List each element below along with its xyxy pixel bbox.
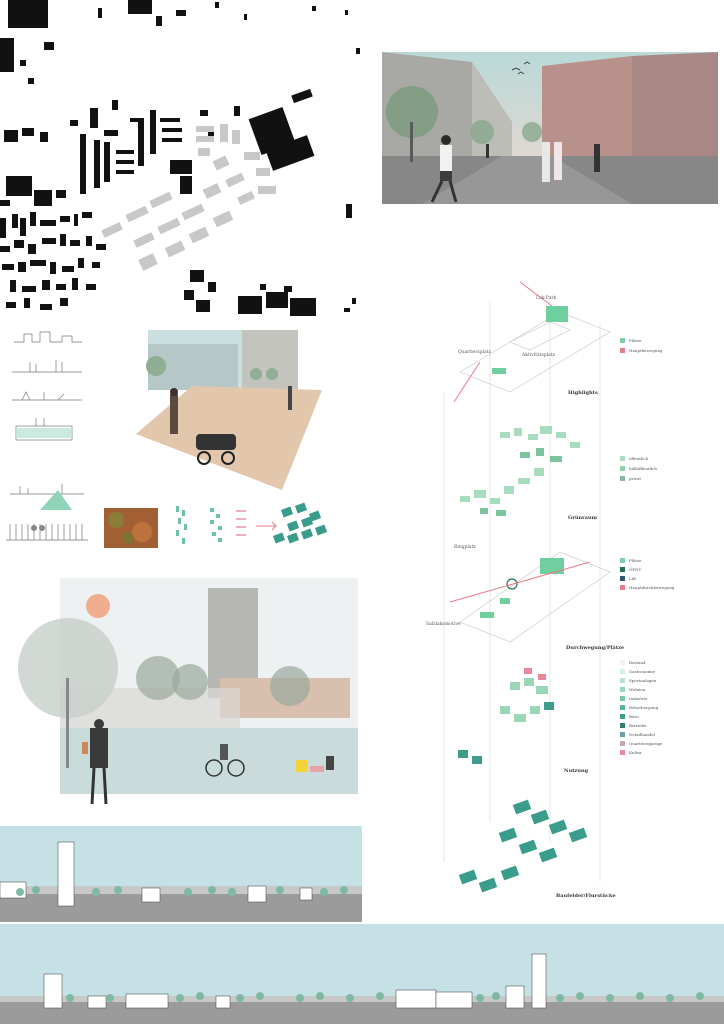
legend-swatch — [620, 338, 625, 343]
axonometric-diagrams — [440, 282, 724, 914]
section-sketches — [6, 326, 88, 554]
legend-label: ÖPNV — [629, 567, 642, 572]
label-ringplatz: Ringplatz — [454, 545, 476, 550]
legend-swatch — [620, 476, 625, 481]
legend-label: Hauptdurchbewegung — [629, 585, 675, 590]
legend-label: Quartiersgarage — [629, 741, 663, 746]
legend-label: privat — [629, 476, 642, 481]
legend-label: Bestand — [629, 660, 646, 665]
legend-swatch — [620, 585, 625, 590]
legend-label: Lift — [629, 576, 637, 581]
legend-label: Gastronomie — [629, 669, 655, 674]
legend-label: öffentlich — [629, 456, 649, 461]
square-perspective — [132, 330, 330, 492]
material-texture — [104, 508, 158, 548]
legend-label: Beherbergung — [629, 705, 659, 710]
legend-swatch — [620, 660, 625, 665]
layer-title-nutzung: Nutzung — [564, 768, 589, 774]
legend-swatch — [620, 466, 625, 471]
legend-label: Wohnen — [629, 687, 646, 692]
street-perspective — [382, 52, 718, 204]
legend-label: Büro — [629, 714, 639, 719]
legend-label: Industrie — [629, 696, 648, 701]
legend-swatch — [620, 732, 625, 737]
legend-swatch — [620, 705, 625, 710]
legend-label: Betriebe — [629, 723, 647, 728]
legend-swatch — [620, 687, 625, 692]
figure-ground-map — [0, 0, 362, 322]
layer-title-durchwegung: Durchwegung/Plätze — [566, 645, 625, 651]
legend-swatch — [620, 723, 625, 728]
legend-label: Plätze — [629, 338, 642, 343]
legend-swatch — [620, 567, 625, 572]
legend-swatch — [620, 741, 625, 746]
label-lok-park: Lok-Park — [536, 296, 557, 301]
park-perspective — [8, 578, 358, 808]
legend-label: halböffentlich — [629, 466, 657, 471]
legend-swatch — [620, 696, 625, 701]
legend-swatch — [620, 750, 625, 755]
legend-swatch — [620, 714, 625, 719]
legend-label: Detailhandel — [629, 732, 655, 737]
label-quartiersplatz: Quartiersplatz — [458, 350, 491, 355]
legend-label: Hauptbewegung — [629, 348, 663, 353]
legend-swatch — [620, 558, 625, 563]
legend-label: Kultur — [629, 750, 642, 755]
label-bahnhof: Salzlakomotive — [426, 622, 461, 627]
legend-swatch — [620, 348, 625, 353]
legend-label: Sportanlagen — [629, 678, 657, 683]
legend-swatch — [620, 456, 625, 461]
elevation-section-upper — [0, 826, 362, 922]
elevation-section-lower — [0, 924, 724, 1024]
layer-title-highlights: Highlights — [568, 390, 598, 396]
legend-swatch — [620, 576, 625, 581]
layer-title-gruenraum: Grünraum — [568, 515, 597, 521]
legend-label: Plätze — [629, 558, 642, 563]
layer-title-baufelder: Baufelder/Flurstücke — [556, 893, 616, 899]
pattern-studies — [170, 500, 330, 552]
legend-swatch — [620, 678, 625, 683]
label-aktivitaetsplatz: Aktivitätsplatz — [522, 353, 555, 358]
legend-swatch — [620, 669, 625, 674]
